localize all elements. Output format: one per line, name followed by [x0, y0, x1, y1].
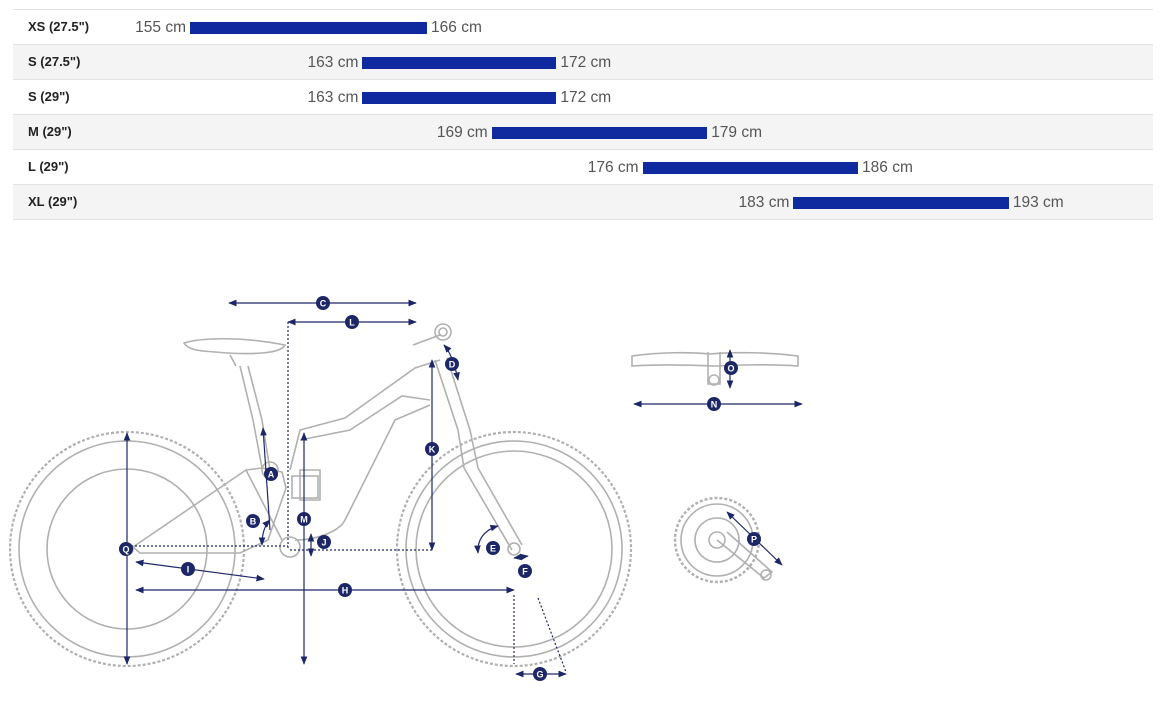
max-height: 172 cm — [560, 89, 612, 106]
height-range-bar — [362, 92, 557, 104]
marker-Q-label: Q — [122, 545, 129, 555]
marker-N-label: N — [711, 400, 718, 410]
height-range: 163 cm 172 cm — [308, 45, 612, 79]
size-label: M (29") — [28, 124, 72, 139]
size-label: L (29") — [28, 159, 69, 174]
size-row-l-29: L (29") 176 cm 186 cm — [13, 150, 1153, 185]
height-range: 176 cm 186 cm — [588, 150, 913, 184]
marker-F-label: F — [522, 567, 528, 577]
front-rim — [415, 450, 613, 648]
marker-H-label: H — [342, 586, 349, 596]
height-range: 155 cm 166 cm — [135, 10, 482, 44]
max-height: 166 cm — [431, 19, 482, 36]
height-range-bar — [491, 127, 708, 139]
min-height: 169 cm — [436, 124, 488, 141]
marker-P-label: P — [751, 535, 757, 545]
max-height: 172 cm — [560, 54, 612, 71]
size-label: S (27.5") — [28, 54, 81, 69]
min-height: 163 cm — [307, 89, 359, 106]
height-range: 183 cm 193 cm — [739, 185, 1064, 219]
marker-D-label: D — [449, 360, 456, 370]
marker-E-label: E — [490, 544, 496, 554]
min-height: 163 cm — [307, 54, 359, 71]
min-height: 155 cm — [135, 19, 186, 36]
height-range: 169 cm 179 cm — [437, 115, 762, 149]
size-row-s-29: S (29") 163 cm 172 cm — [13, 80, 1153, 115]
marker-D: D — [445, 357, 459, 371]
size-label: XS (27.5") — [28, 19, 90, 34]
size-label: XL (29") — [28, 194, 78, 209]
marker-L-label: L — [349, 318, 355, 328]
marker-O-label: O — [727, 364, 734, 374]
min-height: 176 cm — [587, 159, 639, 176]
size-row-m-29: M (29") 169 cm 179 cm — [13, 115, 1153, 150]
max-height: 193 cm — [1012, 194, 1064, 211]
marker-F: F — [518, 564, 532, 578]
min-height: 183 cm — [738, 194, 790, 211]
marker-J: J — [317, 535, 331, 549]
bike-frame-illustration — [8, 323, 799, 668]
marker-C: C — [316, 296, 330, 310]
height-range-bar — [793, 197, 1009, 209]
front-tire — [395, 430, 633, 668]
height-range-bar — [190, 22, 428, 34]
size-chart-table: XS (27.5") 155 cm 166 cm S (27.5") 163 c… — [13, 9, 1153, 220]
marker-I-label: I — [187, 565, 190, 575]
marker-M: M — [297, 512, 311, 526]
rear-tire — [8, 430, 246, 668]
max-height: 179 cm — [711, 124, 763, 141]
size-row-xl-29: XL (29") 183 cm 193 cm — [13, 185, 1153, 220]
marker-A: A — [264, 467, 278, 481]
marker-A-label: A — [268, 470, 275, 480]
marker-H: H — [338, 583, 352, 597]
height-range-bar — [362, 57, 557, 69]
bottom-bracket — [279, 536, 301, 558]
marker-K: K — [425, 442, 439, 456]
marker-J-label: J — [321, 538, 326, 548]
marker-O: O — [724, 361, 738, 375]
height-range-bar — [642, 162, 859, 174]
size-row-s-27-5: S (27.5") 163 cm 172 cm — [13, 45, 1153, 80]
bike-geometry-diagram: A B C D E F G H I J K L M N O P Q — [0, 225, 1165, 708]
marker-P: P — [747, 532, 761, 546]
marker-G: G — [533, 667, 547, 681]
size-label: S (29") — [28, 89, 70, 104]
max-height: 186 cm — [862, 159, 913, 176]
marker-G-label: G — [536, 670, 543, 680]
size-row-xs-27-5: XS (27.5") 155 cm 166 cm — [13, 10, 1153, 45]
marker-B: B — [246, 514, 260, 528]
marker-E: E — [486, 541, 500, 555]
handlebar-top-view — [631, 351, 799, 367]
marker-Q: Q — [119, 542, 133, 556]
marker-L: L — [345, 315, 359, 329]
marker-C-label: C — [320, 299, 327, 309]
marker-B-label: B — [250, 517, 257, 527]
saddle — [182, 337, 287, 355]
marker-M-label: M — [300, 515, 308, 525]
marker-I: I — [181, 562, 195, 576]
marker-K-label: K — [429, 445, 436, 455]
marker-N: N — [707, 397, 721, 411]
height-range: 163 cm 172 cm — [308, 80, 612, 114]
